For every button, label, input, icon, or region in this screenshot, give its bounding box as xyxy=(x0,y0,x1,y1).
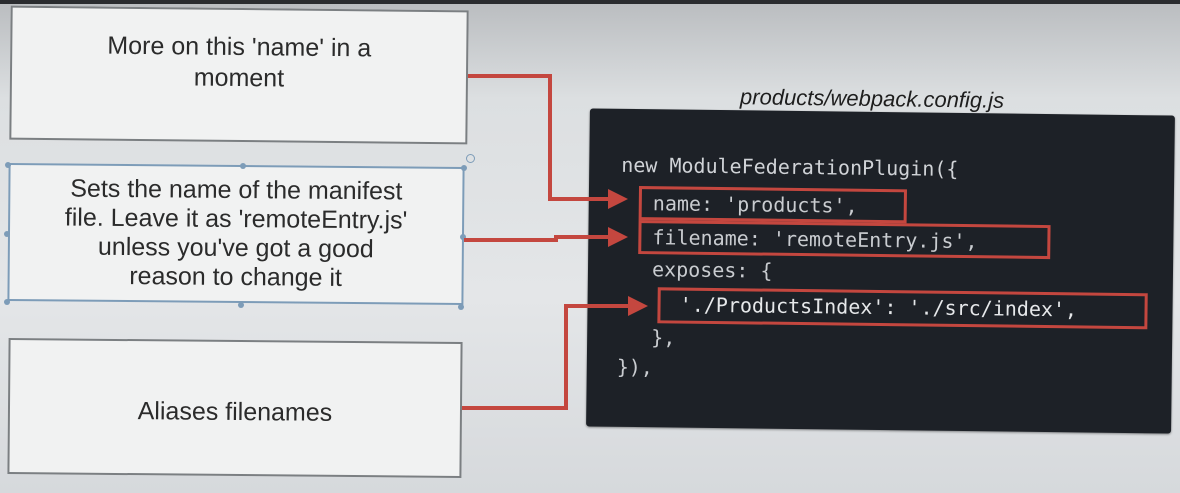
rotate-handle[interactable] xyxy=(466,154,475,163)
resize-handle-middle-right[interactable] xyxy=(460,234,466,240)
resize-handle-top-right[interactable] xyxy=(461,165,467,171)
arrowhead-exposes xyxy=(628,296,648,316)
resize-handle-middle-left[interactable] xyxy=(4,231,10,237)
resize-handle-bottom-middle[interactable] xyxy=(238,302,244,308)
resize-handle-top-middle[interactable] xyxy=(240,163,246,169)
connector-exposes xyxy=(462,304,630,410)
resize-handle-bottom-left[interactable] xyxy=(4,299,10,305)
resize-handle-bottom-right[interactable] xyxy=(458,304,464,310)
connector-filename xyxy=(464,235,612,242)
arrowhead-filename xyxy=(608,227,628,247)
connector-name xyxy=(468,74,612,201)
top-edge xyxy=(0,0,1180,4)
resize-handle-top-left[interactable] xyxy=(5,162,11,168)
arrowhead-name xyxy=(608,189,628,209)
